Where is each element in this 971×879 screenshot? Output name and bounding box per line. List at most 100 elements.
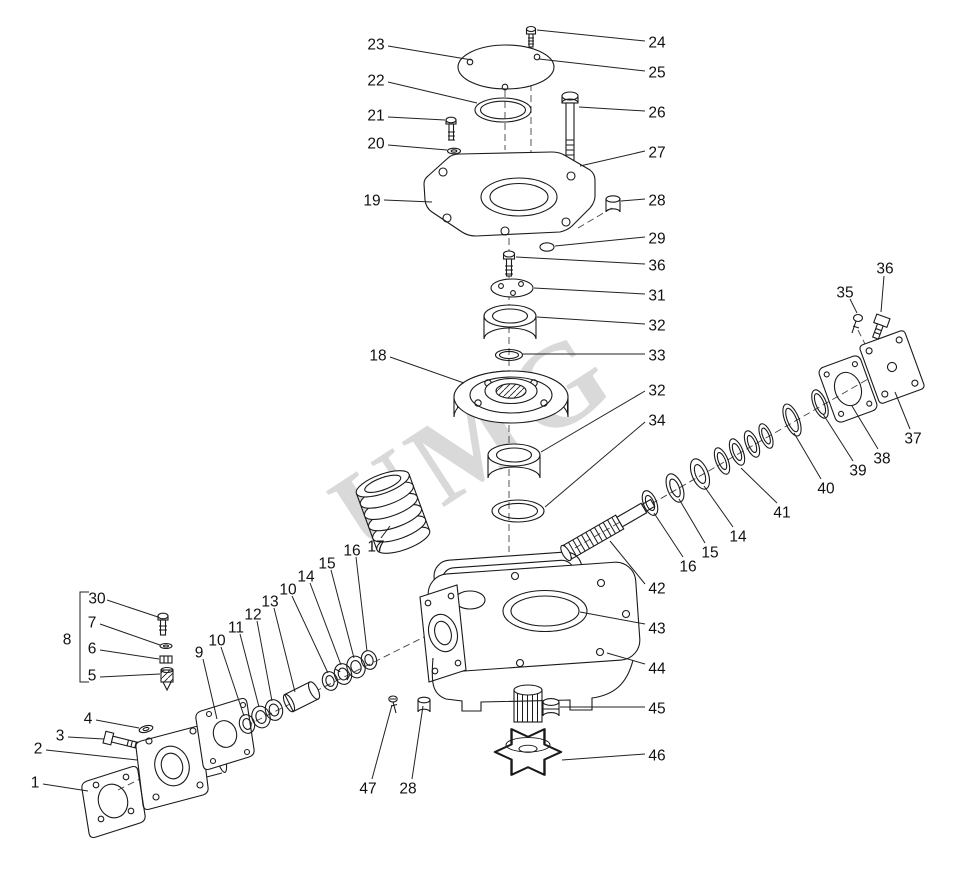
callout-label-30: 30 <box>88 590 106 607</box>
callout-label-8: 8 <box>63 631 72 648</box>
leader-line-22 <box>387 81 478 104</box>
part-11-seal <box>251 705 271 729</box>
leader-line-16b <box>653 512 684 558</box>
callout-label-19: 19 <box>363 192 380 209</box>
part-42-shaft <box>560 498 656 562</box>
part-37-cover-plate <box>859 330 925 404</box>
callout-label-25: 25 <box>648 64 665 81</box>
callout-label-4: 4 <box>84 710 93 727</box>
callout-label-18: 18 <box>369 347 386 364</box>
leader-line-11 <box>239 633 260 708</box>
part-20-washer <box>446 147 462 155</box>
part-6-nut <box>159 655 173 664</box>
group-bracket-8 <box>79 591 89 683</box>
part-31-retainer-disc <box>490 278 534 298</box>
leader-line-6 <box>99 649 160 660</box>
leader-line-20 <box>387 144 448 151</box>
part-44-housing <box>419 561 641 712</box>
part-15-ring-right <box>665 473 685 503</box>
part-35-bolt <box>851 313 864 334</box>
leader-line-19 <box>383 199 433 203</box>
leader-line-27 <box>579 150 646 167</box>
part-32-sleeve-upper <box>483 304 537 340</box>
part-5-fitting <box>160 666 174 692</box>
part-14-bearing-left <box>333 663 353 685</box>
part-9-gasket-plate <box>195 697 255 771</box>
leader-line-43 <box>579 611 646 625</box>
callout-label-10a: 10 <box>208 632 226 649</box>
leader-line-30 <box>106 599 159 618</box>
leader-line-31 <box>533 287 646 295</box>
leader-line-18 <box>389 356 465 384</box>
part-19-bearing-plate <box>423 151 596 237</box>
callout-label-40: 40 <box>817 480 835 497</box>
callout-label-26: 26 <box>648 104 665 121</box>
callout-label-12: 12 <box>244 606 261 623</box>
part-24-screw <box>525 25 537 48</box>
leader-line-42 <box>609 540 646 585</box>
part-16-ring-left <box>360 650 378 670</box>
callout-label-9: 9 <box>195 644 204 661</box>
part-32-sleeve-lower <box>487 443 541 479</box>
callout-label-27: 27 <box>648 144 665 161</box>
leader-line-26 <box>578 106 646 112</box>
callout-label-14a: 14 <box>297 568 315 585</box>
leader-line-38 <box>851 405 879 450</box>
callout-label-38: 38 <box>873 450 890 467</box>
callout-label-46: 46 <box>648 747 665 764</box>
callout-label-2: 2 <box>34 740 43 757</box>
leader-line-5 <box>99 673 161 678</box>
leader-line-9 <box>202 658 218 720</box>
callout-label-11: 11 <box>228 619 244 636</box>
part-47-screw <box>388 695 398 714</box>
callout-label-36b: 36 <box>876 260 893 277</box>
leader-line-4 <box>95 719 140 729</box>
part-1-gasket <box>81 765 146 839</box>
callout-label-13: 13 <box>261 593 278 610</box>
callout-label-35: 35 <box>836 284 853 301</box>
callout-label-21: 21 <box>367 107 384 124</box>
callout-label-10c: 10 <box>279 581 297 598</box>
leader-line-13 <box>273 607 296 693</box>
leader-line-46 <box>561 753 646 761</box>
callout-label-5: 5 <box>88 667 97 684</box>
leader-line-32a <box>536 316 646 325</box>
leader-line-41 <box>740 467 778 504</box>
callout-label-45: 45 <box>648 700 665 717</box>
callout-label-39: 39 <box>849 462 866 479</box>
callout-label-41: 41 <box>773 504 790 521</box>
callout-label-29: 29 <box>648 230 665 247</box>
leader-line-37 <box>894 391 911 430</box>
part-17-spring-coil <box>355 470 431 554</box>
callout-label-36a: 36 <box>648 257 665 274</box>
part-4-washer <box>138 724 154 734</box>
leader-line-39 <box>822 413 854 462</box>
leader-line-15a <box>330 569 355 659</box>
leader-line-36b <box>880 275 885 313</box>
leader-line-14b <box>703 485 734 528</box>
callout-label-23: 23 <box>367 36 384 53</box>
callout-layer: 2322212019182425262728293631323332344243… <box>31 29 922 797</box>
callout-label-34: 34 <box>648 412 666 429</box>
callout-label-37: 37 <box>904 430 921 447</box>
callout-label-7: 7 <box>88 614 97 631</box>
leader-line-28a <box>620 198 646 202</box>
leader-line-44 <box>606 652 646 665</box>
leader-line-14a <box>309 582 342 666</box>
leader-line-10a <box>220 646 245 717</box>
callout-label-47: 47 <box>359 780 376 797</box>
leader-line-3 <box>67 736 105 740</box>
part-36-bolt-center <box>502 250 516 277</box>
leader-line-24 <box>536 29 646 42</box>
callout-label-1: 1 <box>31 774 40 791</box>
callout-label-16b: 16 <box>679 558 696 575</box>
leader-line-1 <box>42 783 89 792</box>
callout-label-16a: 16 <box>343 542 360 559</box>
part-30-screw <box>157 612 169 636</box>
leader-line-10c <box>291 595 329 674</box>
part-3-bolt <box>102 730 139 749</box>
leader-line-7 <box>99 623 161 646</box>
callout-label-32b: 32 <box>648 382 665 399</box>
leader-line-35 <box>849 298 858 314</box>
